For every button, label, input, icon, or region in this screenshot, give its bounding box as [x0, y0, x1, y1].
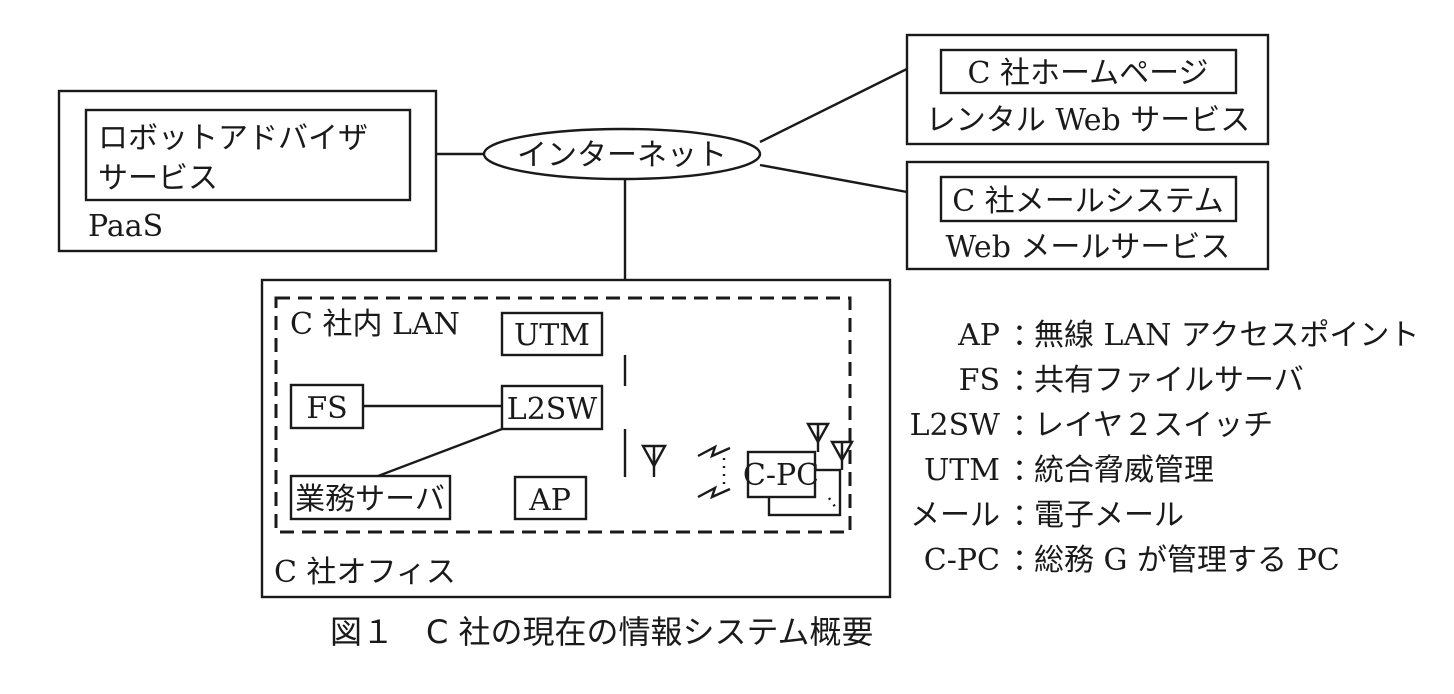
- legend-sep: ：: [1012, 318, 1042, 353]
- business-server-label: 業務サーバ: [295, 482, 445, 517]
- robot-advisor-label-line1: ロボットアドバイザ: [98, 121, 368, 156]
- internet-label: インターネット: [517, 138, 727, 173]
- legend-desc: 総務 G が管理する PC: [1034, 543, 1340, 578]
- wireless-signal-icon-bottom: [697, 485, 731, 500]
- legend-sep: ：: [1012, 408, 1042, 443]
- homepage-label: C 社ホームページ: [968, 56, 1209, 91]
- mail-system-box: [939, 175, 1238, 223]
- link-l2sw-business-server: [377, 427, 503, 478]
- legend-desc: レイヤ２スイッチ: [1034, 408, 1273, 443]
- legend-abbr: C-PC: [924, 543, 1000, 578]
- legend-abbr: FS: [959, 363, 1000, 398]
- legend: AP ： 無線 LAN アクセスポイント FS ： 共有ファイルサーバ L2SW…: [910, 318, 1420, 578]
- fs-label: FS: [306, 391, 347, 426]
- web-mail-service-label: Web メールサービス: [946, 230, 1231, 265]
- wireless-signal-icon-top: [697, 444, 731, 459]
- legend-abbr: UTM: [924, 453, 1000, 488]
- ap-label: AP: [528, 483, 571, 518]
- internal-lan-label: C 社内 LAN: [290, 307, 460, 342]
- ap-antenna-icon: [640, 444, 668, 477]
- legend-desc: 無線 LAN アクセスポイント: [1034, 318, 1419, 353]
- legend-sep: ：: [1012, 363, 1042, 398]
- rental-web-service-label: レンタル Web サービス: [926, 103, 1250, 138]
- mail-system-label: C 社メールシステム: [952, 184, 1224, 219]
- utm-box: [500, 311, 604, 357]
- robot-advisor-label-line2: サービス: [98, 161, 218, 196]
- legend-sep: ：: [1012, 453, 1042, 488]
- fs-box: [289, 383, 365, 430]
- cpc-box: [746, 450, 817, 499]
- legend-abbr: AP: [957, 318, 1000, 353]
- robot-advisor-service-box: [84, 108, 412, 202]
- legend-sep: ：: [1012, 543, 1042, 578]
- legend-sep: ：: [1012, 498, 1042, 533]
- legend-desc: 統合脅威管理: [1034, 453, 1214, 488]
- cpc-back-antenna-icon: [829, 440, 855, 470]
- legend-desc: 電子メール: [1034, 498, 1184, 533]
- legend-abbr: メール: [910, 498, 1000, 533]
- paas-label: PaaS: [88, 209, 163, 244]
- internet-cloud: [482, 127, 762, 181]
- l2sw-label: L2SW: [507, 392, 598, 427]
- cpc-antenna-icon: [805, 422, 831, 452]
- office-label: C 社オフィス: [274, 555, 456, 590]
- cpc-label: C-PC: [743, 458, 819, 493]
- business-server-box: [289, 474, 452, 521]
- ap-box: [513, 475, 588, 521]
- utm-label: UTM: [514, 318, 590, 353]
- homepage-box: [939, 48, 1238, 95]
- legend-desc: 共有ファイルサーバ: [1034, 363, 1304, 398]
- l2sw-box: [500, 384, 604, 431]
- figure-caption: 図１ C 社の現在の情報システム概要: [330, 613, 874, 651]
- legend-abbr: L2SW: [910, 408, 1001, 443]
- internal-lan-boundary: [274, 296, 852, 534]
